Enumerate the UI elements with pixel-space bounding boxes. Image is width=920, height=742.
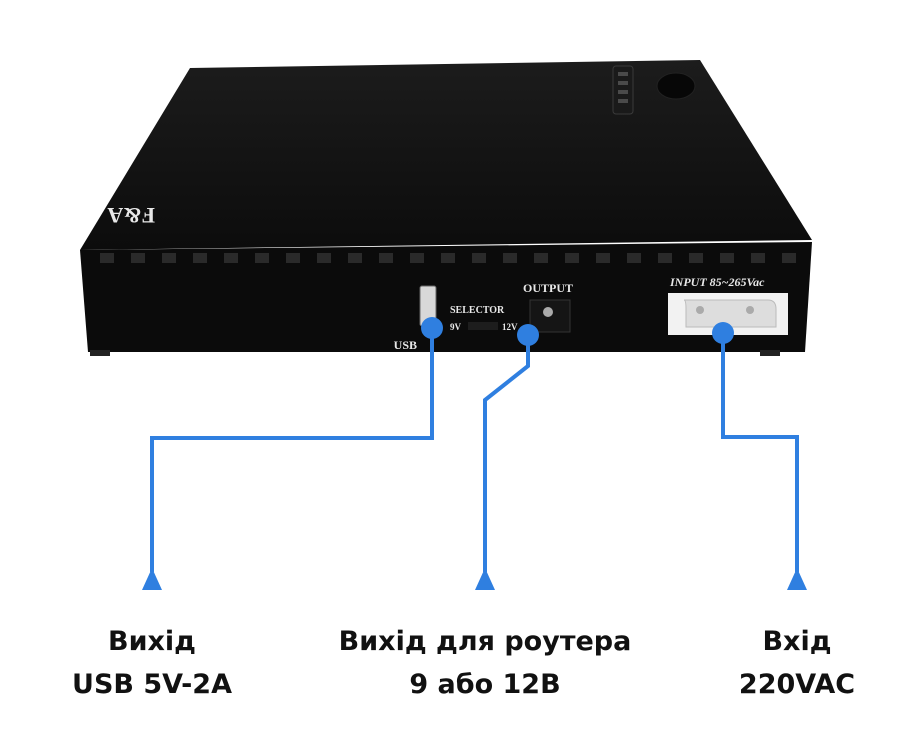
selector-9v-label: 9V: [450, 322, 462, 332]
usb-output-label-line2: USB 5V-2A: [72, 669, 232, 700]
vent-slot: [565, 253, 579, 263]
vent-slot: [751, 253, 765, 263]
vent-slot: [410, 253, 424, 263]
callout-output: [483, 335, 530, 572]
vent-slot: [782, 253, 796, 263]
device-top-surface: [80, 60, 812, 250]
ac-input-label-line1: Вхід: [762, 626, 831, 657]
vent-slot: [720, 253, 734, 263]
callout-line: [721, 333, 799, 572]
vent-slot: [534, 253, 548, 263]
device-front-panel: [80, 242, 812, 352]
usb-label: USB: [394, 338, 417, 352]
vent-slot: [162, 253, 176, 263]
power-bank-device: F&A USB SELECTOR 9V 12V OUTPUT INPUT 85~…: [80, 60, 812, 356]
callout-arrow-icon: [787, 568, 807, 590]
callout-usb: [150, 328, 434, 572]
vent-slot: [193, 253, 207, 263]
router-output-label-line2: 9 або 12В: [409, 669, 560, 700]
vent-slot: [596, 253, 610, 263]
callout-arrow-icon: [475, 568, 495, 590]
output-label: OUTPUT: [523, 281, 573, 295]
callout-dot: [517, 324, 539, 346]
vent-slot: [689, 253, 703, 263]
callout-line: [483, 335, 530, 572]
vent-slot: [379, 253, 393, 263]
vent-slot: [131, 253, 145, 263]
router-output-label-line1: Вихід для роутера: [339, 626, 632, 657]
selector-label: SELECTOR: [450, 305, 505, 316]
callout-input: [721, 333, 799, 572]
vent-slot: [348, 253, 362, 263]
vent-slot: [317, 253, 331, 263]
usb-output-label-line1: Вихід: [108, 626, 196, 657]
power-button[interactable]: [656, 72, 696, 100]
callout-arrow-icon: [142, 568, 162, 590]
vent-slot: [503, 253, 517, 263]
ac-input-label-line2: 220VAC: [739, 669, 855, 700]
vent-slot: [472, 253, 486, 263]
vent-slot: [658, 253, 672, 263]
input-label: INPUT 85~265Vac: [669, 275, 765, 289]
vent-slot: [100, 253, 114, 263]
callout-dot: [712, 322, 734, 344]
vent-slots: [100, 253, 796, 263]
brand-logo: F&A: [107, 203, 155, 228]
callout-dot: [421, 317, 443, 339]
vent-slot: [441, 253, 455, 263]
voltage-selector-switch[interactable]: [468, 322, 498, 330]
vent-slot: [255, 253, 269, 263]
selector-12v-label: 12V: [502, 322, 518, 332]
callout-line: [150, 328, 434, 572]
vent-slot: [286, 253, 300, 263]
vent-slot: [224, 253, 238, 263]
vent-slot: [627, 253, 641, 263]
